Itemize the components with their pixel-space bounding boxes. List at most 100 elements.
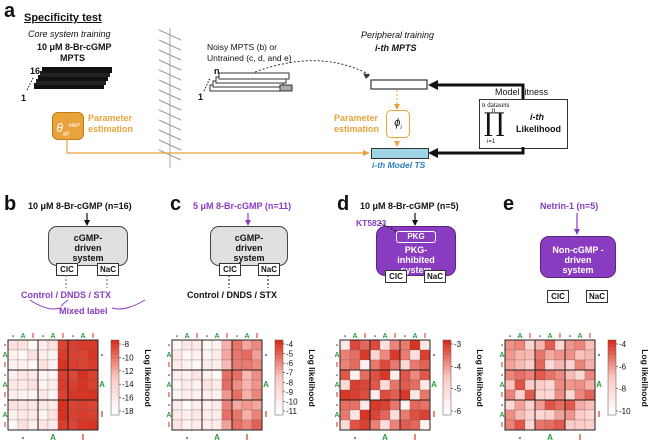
colorbar-tick-label: -16 bbox=[122, 394, 134, 403]
heatmap-bottom-label: A bbox=[382, 433, 388, 442]
heatmap-cell bbox=[67, 349, 79, 361]
colorbar-segment bbox=[275, 411, 283, 416]
heatmap-cell bbox=[221, 389, 233, 401]
heatmap-cell bbox=[574, 359, 586, 371]
heatmap-cell bbox=[504, 339, 516, 351]
heatmap-cell bbox=[67, 419, 79, 431]
heatmap-left-label: A bbox=[334, 382, 339, 389]
heatmap-left-label: A bbox=[334, 412, 339, 419]
colorbar-segment bbox=[111, 351, 119, 356]
heatmap-cell bbox=[524, 409, 536, 421]
heatmap-left-label: - bbox=[4, 372, 7, 379]
heatmap-cell bbox=[87, 409, 99, 421]
heatmap-cell bbox=[201, 379, 213, 391]
heatmap-cell bbox=[544, 359, 556, 371]
core-title: Core system training bbox=[28, 29, 111, 39]
heatmap-cell bbox=[419, 359, 431, 371]
heatmap-cell bbox=[251, 389, 263, 401]
colorbar-tick-label: -5 bbox=[454, 385, 462, 394]
heatmap-left-label: - bbox=[336, 402, 339, 409]
colorbar-segment bbox=[608, 392, 616, 397]
heatmap-cell bbox=[231, 339, 243, 351]
colorbar-segment bbox=[608, 396, 616, 401]
colorbar-segment bbox=[608, 355, 616, 360]
colorbar-segment bbox=[275, 385, 283, 390]
colorbar-segment bbox=[275, 347, 283, 352]
heatmap-cell bbox=[171, 389, 183, 401]
panel-e-stimulus: Netrin-1 (n=5) bbox=[540, 201, 599, 211]
param2-label-1: Parameter bbox=[334, 113, 379, 123]
heatmap-cell bbox=[574, 379, 586, 391]
heatmap-top-label: - bbox=[374, 333, 377, 340]
heatmap-cell bbox=[534, 389, 546, 401]
colorbar-segment bbox=[608, 362, 616, 367]
colorbar-segment bbox=[275, 392, 283, 397]
heatmap-left-label: A bbox=[166, 412, 171, 419]
heatmap-cell bbox=[181, 359, 193, 371]
colorbar-segment bbox=[443, 358, 451, 363]
heatmap-cell bbox=[87, 359, 99, 371]
heatmap-left-label: I bbox=[501, 422, 503, 429]
heatmap-cell bbox=[524, 349, 536, 361]
colorbar-segment bbox=[111, 355, 119, 360]
panel-b-system-label: cGMP-driven system bbox=[72, 233, 104, 263]
heatmap-cell bbox=[349, 359, 361, 371]
heatmap-cell bbox=[211, 409, 223, 421]
heatmap-cell bbox=[181, 389, 193, 401]
heatmap-cell bbox=[251, 359, 263, 371]
panel-letter-e: e bbox=[503, 193, 515, 215]
heatmap-cell bbox=[57, 339, 69, 351]
heatmap-cell bbox=[57, 409, 69, 421]
heatmap-cell bbox=[544, 369, 556, 381]
colorbar-segment bbox=[608, 358, 616, 363]
heatmap-left-label: A bbox=[334, 352, 339, 359]
colorbar-segment bbox=[443, 385, 451, 390]
colorbar-segment bbox=[111, 366, 119, 371]
heatmap-cell bbox=[67, 409, 79, 421]
panel-c-system-box: cGMP-driven system bbox=[210, 226, 288, 266]
heatmap-cell bbox=[349, 339, 361, 351]
heatmap-top-label: - bbox=[206, 333, 209, 340]
colorbar-segment bbox=[608, 385, 616, 390]
colorbar-segment bbox=[111, 403, 119, 408]
colorbar-segment bbox=[111, 385, 119, 390]
heatmap-cell bbox=[37, 389, 49, 401]
heatmap-cell bbox=[67, 339, 79, 351]
heatmap-cell bbox=[359, 389, 371, 401]
heatmap-cell bbox=[564, 419, 576, 431]
heatmap-cell bbox=[554, 389, 566, 401]
heatmap-cell bbox=[211, 379, 223, 391]
heatmap-cell bbox=[231, 379, 243, 391]
heatmap-top-label: A bbox=[244, 333, 249, 340]
heatmap-cell bbox=[584, 349, 596, 361]
colorbar-segment bbox=[111, 400, 119, 405]
ndatasets-label: n datasets bbox=[482, 101, 510, 109]
panel-letter-c: c bbox=[170, 193, 182, 215]
colorbar-segment bbox=[275, 366, 283, 371]
heatmap-cell bbox=[251, 399, 263, 411]
heatmap-cell bbox=[221, 419, 233, 431]
colorbar-segment bbox=[443, 366, 451, 371]
heatmap-left-label: - bbox=[4, 402, 7, 409]
heatmap-cell bbox=[554, 379, 566, 391]
heatmap-cell bbox=[389, 379, 401, 391]
heatmap-cell bbox=[564, 359, 576, 371]
heatmap-cell bbox=[389, 359, 401, 371]
heatmap-cell bbox=[574, 419, 586, 431]
param-estimation-label-1: Parameter bbox=[88, 113, 133, 123]
heatmap-cell bbox=[524, 339, 536, 351]
heatmap-cell bbox=[409, 379, 421, 391]
heatmap-cell bbox=[419, 419, 431, 431]
heatmap-cell bbox=[379, 359, 391, 371]
heatmap-bottom-label: - bbox=[354, 433, 357, 442]
heatmap-cell bbox=[57, 359, 69, 371]
heatmap-cell bbox=[67, 379, 79, 391]
noisy-mpts-stack bbox=[203, 72, 293, 92]
heatmap-right-label: I bbox=[265, 410, 267, 419]
peripheral-mpts: i-th MPTS bbox=[375, 43, 417, 53]
noisy-n-label: n bbox=[214, 66, 220, 76]
heatmap-cell bbox=[339, 369, 351, 381]
stack-top-label: 16 bbox=[30, 66, 41, 76]
model-ts-label: i-th Model TS bbox=[372, 160, 426, 170]
heatmap-cell bbox=[87, 369, 99, 381]
